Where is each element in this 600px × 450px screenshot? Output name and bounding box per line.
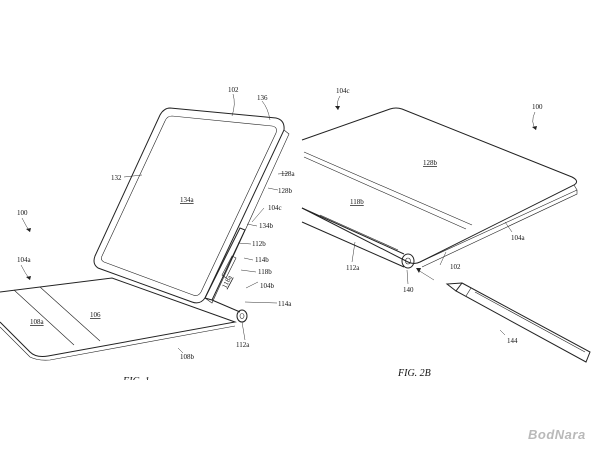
label-112a-2b: 112a [346, 264, 360, 272]
label-102-2b: 102 [450, 263, 461, 271]
hinge-tube-end [401, 253, 415, 269]
leader-144-2b [499, 329, 506, 336]
arrow-140 [417, 269, 435, 281]
label-106: 106 [90, 311, 101, 319]
label-114b: 114b [255, 256, 269, 264]
label-128b: 128b [278, 187, 293, 195]
leader-102-2b [439, 251, 447, 266]
hinge-tube-top [301, 207, 405, 255]
label-140-2b: 140 [403, 286, 414, 294]
leader-104c-arrow [251, 207, 265, 223]
fig1-drawing: 102 136 132 134a 128a 128b 104c 134b 112… [0, 86, 296, 387]
support-arm-inner [221, 255, 237, 279]
hinge-end-inner [239, 313, 245, 319]
cover-edge-1 [419, 189, 578, 263]
leader-108b [177, 347, 184, 354]
fig1-caption-clip: FIG. 1 [122, 376, 150, 387]
label-132: 132 [111, 174, 122, 182]
label-118b-2b: 118b [350, 198, 364, 206]
tablet-outer [93, 107, 285, 304]
hinge-tube-bottom [301, 221, 405, 268]
arrowhead-100 [26, 228, 31, 232]
leader-114a [244, 301, 278, 304]
arrowhead-104a [26, 276, 31, 280]
stylus-body [455, 282, 591, 363]
stylus-tip [445, 282, 463, 292]
leader-112a-2b [351, 241, 356, 263]
label-104c-2b: 104c [336, 87, 350, 95]
label-136: 136 [257, 94, 268, 102]
label-144-2b: 144 [507, 337, 518, 345]
label-128a: 128a [281, 170, 296, 178]
leader-128b [267, 187, 279, 191]
leader-140-2b [406, 269, 409, 285]
cover-fold [303, 151, 473, 226]
label-104a: 104a [17, 256, 32, 264]
label-114a: 114a [278, 300, 292, 308]
label-100-2b: 100 [532, 103, 543, 111]
hinge-tube-highlight [319, 214, 399, 251]
label-108b: 108b [180, 353, 195, 361]
hinge-tube-end-inner [405, 257, 411, 265]
tablet-screen [101, 115, 277, 296]
leader-104b [245, 281, 259, 289]
keyboard-panel-line-2 [39, 286, 101, 342]
label-104b: 104b [260, 282, 275, 290]
arrowhead-140 [416, 268, 421, 273]
keyboard-base-edge [0, 325, 236, 361]
hinge-end [236, 309, 248, 323]
leader-132 [123, 174, 143, 178]
cover-fold-2 [303, 156, 467, 230]
label-134a: 134a [180, 196, 195, 204]
tablet-side [204, 129, 290, 304]
label-112b: 112b [252, 240, 266, 248]
label-112a: 112a [236, 341, 250, 349]
label-104c: 104c [268, 204, 282, 212]
stylus-highlight [474, 291, 586, 353]
leader-134b [246, 223, 258, 227]
leader-102 [231, 93, 235, 117]
label-118b: 118b [258, 268, 272, 276]
cover-edge-2 [421, 184, 578, 268]
leader-128a [277, 172, 290, 175]
leader-104a-2b [504, 221, 513, 233]
fig1-caption: FIG. 1 [122, 376, 150, 387]
hinge-cylinder [211, 299, 241, 313]
arrowhead-104c-2b [335, 106, 340, 110]
stylus-band [465, 287, 472, 297]
fig2b-caption: FIG. 2B [397, 368, 431, 379]
leader-114b [243, 257, 254, 261]
label-128b-2b: 128b [423, 159, 438, 167]
watermark-logo: BodNara [528, 427, 586, 442]
label-100: 100 [17, 209, 28, 217]
arrowhead-100-2b [532, 126, 537, 130]
leader-118b [240, 269, 257, 273]
leader-136 [261, 100, 271, 121]
label-104a-2b: 104a [511, 234, 526, 242]
label-108a: 108a [30, 318, 45, 326]
label-134b: 134b [259, 222, 274, 230]
keyboard-panel-line [13, 289, 75, 346]
keyboard-base [0, 277, 237, 357]
leader-112b [237, 242, 252, 245]
leader-112a [241, 321, 246, 341]
label-102: 102 [228, 86, 239, 94]
fig2b-drawing: 104c 100 128b 118b 104a 112a 102 140 144… [301, 87, 591, 379]
